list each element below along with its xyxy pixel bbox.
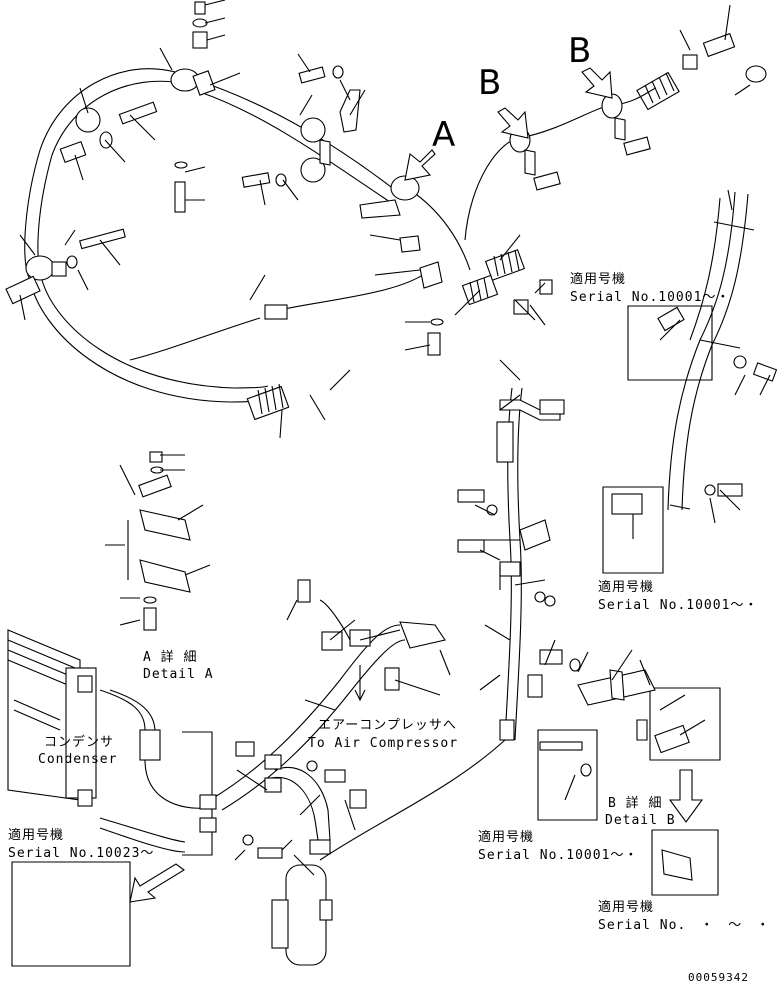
main-hose-loop bbox=[24, 68, 471, 403]
compressor-en: To Air Compressor bbox=[308, 736, 459, 751]
clamp-mid bbox=[300, 117, 326, 143]
condenser-jp: コンデンサ bbox=[44, 735, 115, 750]
spring-guards bbox=[246, 71, 680, 421]
serial-note-jp: 適用号機 bbox=[478, 830, 535, 845]
detail-b-jp: B 詳 細 bbox=[608, 796, 663, 811]
fasteners-upper bbox=[5, 1, 444, 356]
serial-note-jp: 適用号機 bbox=[598, 580, 655, 595]
serial-note-jp: 適用号機 bbox=[570, 272, 627, 287]
detail-a-en: Detail A bbox=[143, 667, 214, 682]
leader-lines bbox=[19, 0, 771, 876]
detail-a-drawing bbox=[127, 451, 191, 631]
condenser-en: Condenser bbox=[38, 752, 118, 767]
view-label-b-left: B bbox=[478, 63, 502, 103]
receiver-lines bbox=[319, 387, 565, 861]
serial-note-en: Serial No.10023～ bbox=[8, 846, 155, 861]
clamp-a bbox=[390, 175, 420, 201]
serial-note-jp: 適用号機 bbox=[598, 900, 655, 915]
b-clamps bbox=[464, 32, 767, 315]
compressor-jp: エアーコンプレッサへ bbox=[318, 718, 457, 733]
hollow-arrow-icon bbox=[129, 769, 704, 903]
clamps bbox=[25, 68, 443, 320]
clamp-lower-left bbox=[25, 255, 55, 281]
right-hose bbox=[611, 189, 778, 515]
serial-note-en: Serial No. ・ ～ ・ bbox=[598, 918, 771, 933]
detail-b-drawing bbox=[539, 649, 693, 881]
detail-b-en: Detail B bbox=[605, 813, 676, 828]
drawing-number: 00059342 bbox=[688, 971, 749, 984]
inset-frames bbox=[11, 305, 721, 967]
serial-note-en: Serial No.10001～・ bbox=[570, 290, 731, 305]
condenser-drawing bbox=[7, 629, 206, 853]
lower-hoses bbox=[199, 579, 446, 966]
view-label-a: A bbox=[432, 115, 456, 155]
clamp-left bbox=[75, 107, 101, 133]
serial-note-en: Serial No.10001～・ bbox=[598, 598, 759, 613]
view-arrow-icon bbox=[404, 67, 613, 181]
serial-note-en: Serial No.10001～・ bbox=[478, 848, 639, 863]
detail-a-jp: A 詳 細 bbox=[143, 650, 198, 665]
serial-note-jp: 適用号機 bbox=[8, 828, 65, 843]
view-label-b-right: B bbox=[568, 31, 592, 71]
